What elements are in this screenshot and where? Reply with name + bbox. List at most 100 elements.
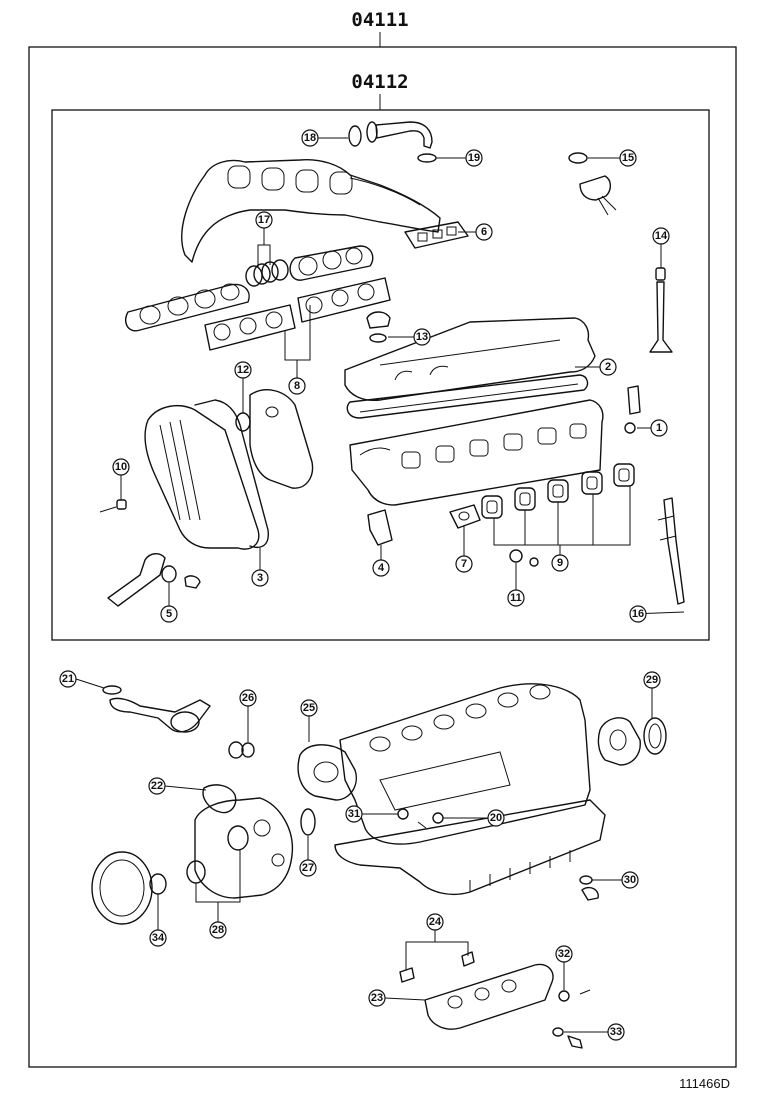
oil-pan-drawing xyxy=(334,799,606,896)
oil-filler-cap-gasket-drawing xyxy=(366,311,391,343)
water-pump-gasket-drawing xyxy=(297,744,357,801)
callout-16[interactable]: 16 xyxy=(629,605,647,623)
callout-11[interactable]: 11 xyxy=(507,589,525,607)
crankshaft-seal-12-drawing xyxy=(235,412,251,432)
callout-17[interactable]: 17 xyxy=(255,211,273,229)
oil-pump-body-drawing xyxy=(194,797,294,899)
svg-text:14: 14 xyxy=(655,230,668,242)
oil-seal-26-drawing xyxy=(228,741,255,759)
leader-lines xyxy=(75,137,685,1033)
spark-plug-tube-gasket-drawing xyxy=(624,385,641,434)
timing-belt-cover-drawing xyxy=(249,389,314,489)
intake-manifold-gaskets-drawing xyxy=(204,277,391,351)
crankshaft-pulley-drawing xyxy=(91,851,167,925)
callout-4[interactable]: 4 xyxy=(372,559,390,577)
plug-31-20-drawing xyxy=(397,808,444,829)
manifold-gasket-left-drawing xyxy=(124,283,250,332)
kit-code-inner[interactable]: 04112 xyxy=(351,71,408,93)
seal-32-33-drawing xyxy=(552,989,591,1049)
svg-text:20: 20 xyxy=(490,812,502,824)
svg-text:34: 34 xyxy=(152,932,165,944)
bracket-gasket-4-drawing xyxy=(367,509,393,546)
callout-31[interactable]: 31 xyxy=(345,805,363,823)
svg-text:25: 25 xyxy=(303,702,315,714)
water-inlet-pipe-drawing xyxy=(107,553,201,607)
callout-9[interactable]: 9 xyxy=(551,554,569,572)
svg-text:15: 15 xyxy=(622,152,634,164)
rear-oil-seal-retainer-drawing xyxy=(597,717,667,766)
water-bypass-hose-drawing xyxy=(657,497,685,605)
svg-text:11: 11 xyxy=(510,592,522,604)
exhaust-pipe-gasket-drawing xyxy=(404,221,469,249)
svg-text:32: 32 xyxy=(558,948,570,960)
callout-20[interactable]: 20 xyxy=(487,809,505,827)
callout-28[interactable]: 28 xyxy=(209,921,227,939)
head-cover-gasket-drawing xyxy=(346,374,589,419)
water-outlet-gasket-drawing xyxy=(449,504,481,529)
svg-text:10: 10 xyxy=(115,461,127,473)
callout-18[interactable]: 18 xyxy=(301,129,319,147)
callout-24[interactable]: 24 xyxy=(426,913,444,931)
svg-text:5: 5 xyxy=(166,608,172,620)
svg-text:27: 27 xyxy=(302,862,314,874)
svg-text:24: 24 xyxy=(429,916,442,928)
svg-text:2: 2 xyxy=(605,361,611,373)
svg-text:12: 12 xyxy=(237,364,249,376)
callout-8[interactable]: 8 xyxy=(288,377,306,395)
callout-32[interactable]: 32 xyxy=(555,945,573,963)
kit-code-outer[interactable]: 04111 xyxy=(351,9,408,31)
callout-12[interactable]: 12 xyxy=(234,361,252,379)
callout-15[interactable]: 15 xyxy=(619,149,637,167)
callout-27[interactable]: 27 xyxy=(299,859,317,877)
svg-text:3: 3 xyxy=(257,572,263,584)
callout-30[interactable]: 30 xyxy=(621,871,639,889)
callout-13[interactable]: 13 xyxy=(413,328,431,346)
callout-14[interactable]: 14 xyxy=(652,227,670,245)
cylinder-head-drawing xyxy=(349,399,604,506)
svg-text:26: 26 xyxy=(242,692,254,704)
intake-port-gaskets-drawing xyxy=(481,463,635,519)
svg-text:8: 8 xyxy=(294,380,300,392)
svg-text:30: 30 xyxy=(624,874,636,886)
svg-text:22: 22 xyxy=(151,780,163,792)
oil-strainer-drawing xyxy=(102,685,211,733)
svg-text:17: 17 xyxy=(258,214,270,226)
svg-text:28: 28 xyxy=(212,924,224,936)
callout-26[interactable]: 26 xyxy=(239,689,257,707)
callout-1[interactable]: 1 xyxy=(650,419,668,437)
callout-2[interactable]: 2 xyxy=(599,358,617,376)
exhaust-manifold-drawing xyxy=(181,158,441,263)
svg-text:16: 16 xyxy=(632,608,644,620)
callout-7[interactable]: 7 xyxy=(455,555,473,573)
valve-stem-seal-drawing xyxy=(649,267,673,353)
figure-reference: 111466D xyxy=(679,1076,730,1091)
svg-text:29: 29 xyxy=(646,674,658,686)
exhaust-ring-gaskets-drawing xyxy=(245,259,289,287)
callout-5[interactable]: 5 xyxy=(160,605,178,623)
callout-25[interactable]: 25 xyxy=(300,699,318,717)
outer-kit-frame xyxy=(28,46,737,1068)
callout-19[interactable]: 19 xyxy=(465,149,483,167)
svg-text:31: 31 xyxy=(348,808,360,820)
callout-23[interactable]: 23 xyxy=(368,989,386,1007)
egr-pipe-drawing xyxy=(348,121,437,163)
seal-washer-15-drawing xyxy=(568,152,617,216)
timing-cover-gasket-drawing xyxy=(144,399,269,550)
callout-10[interactable]: 10 xyxy=(112,458,130,476)
svg-text:9: 9 xyxy=(557,557,563,569)
callout-6[interactable]: 6 xyxy=(475,223,493,241)
callout-22[interactable]: 22 xyxy=(148,777,166,795)
callout-34[interactable]: 34 xyxy=(149,929,167,947)
callout-33[interactable]: 33 xyxy=(607,1023,625,1041)
cylinder-block-drawing xyxy=(339,683,591,845)
svg-text:21: 21 xyxy=(62,673,74,685)
svg-text:4: 4 xyxy=(378,562,385,574)
callout-21[interactable]: 21 xyxy=(59,670,77,688)
gasket-27-drawing xyxy=(300,808,316,836)
seal-11-drawing xyxy=(509,549,539,567)
callout-29[interactable]: 29 xyxy=(643,671,661,689)
callout-3[interactable]: 3 xyxy=(251,569,269,587)
svg-text:33: 33 xyxy=(610,1026,622,1038)
svg-text:23: 23 xyxy=(371,992,383,1004)
